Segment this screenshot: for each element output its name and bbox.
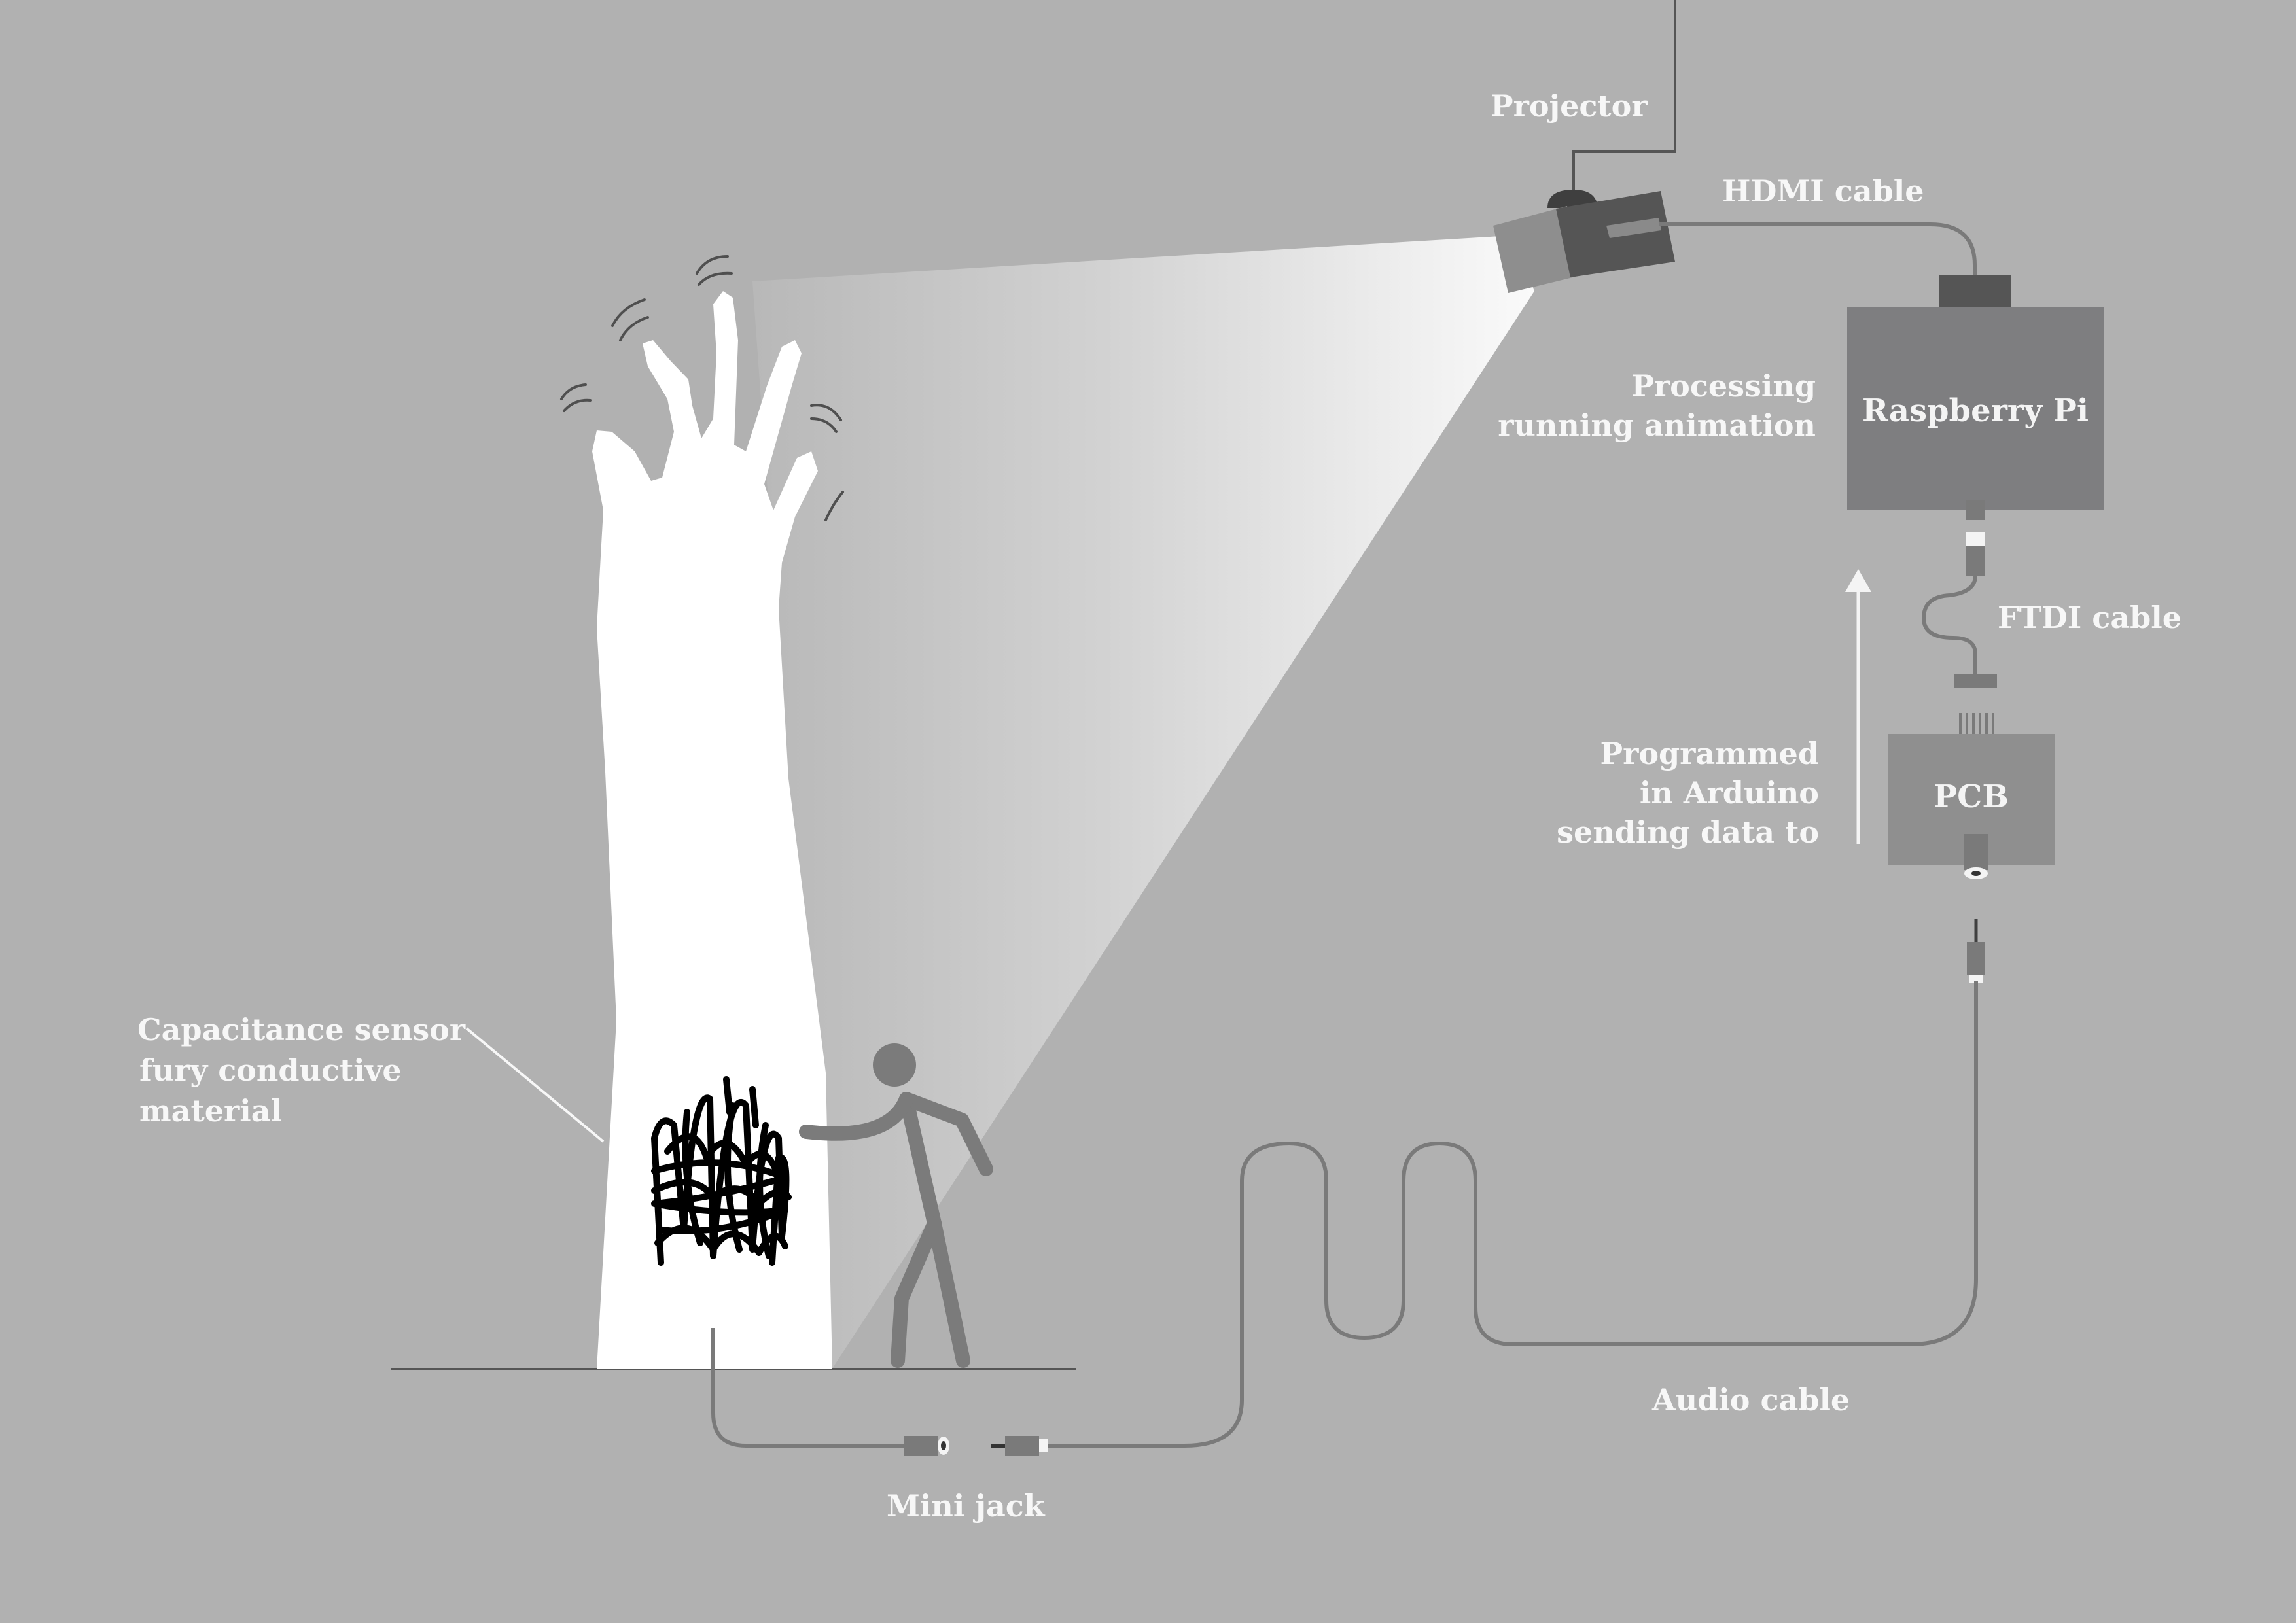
raspberry-pi-label: Raspberry Pi (1862, 393, 2089, 429)
programmed-line-1: Programmed (1600, 736, 1820, 771)
mini-jack-label: Mini jack (887, 1488, 1045, 1524)
hdmi-cable (1659, 222, 1977, 277)
ftdi-cable-label: FTDI cable (1998, 600, 2182, 635)
programmed-label: Programmed in Arduino sending data to (1439, 734, 1819, 852)
capacitance-line-1: Capacitance sensor (137, 1012, 466, 1047)
person-figure (799, 1043, 993, 1368)
projector-icon (1493, 190, 1675, 293)
processing-line-2: running animation (1498, 408, 1816, 443)
projector-label: Projector (1491, 88, 1648, 124)
capacitance-line-2: fury conductive (139, 1053, 402, 1088)
vibration-marks (560, 255, 844, 521)
audio-cable (1040, 981, 1978, 1448)
pcb-board (1888, 734, 2055, 879)
hdmi-cable-label: HDMI cable (1722, 173, 1924, 209)
audio-jack-icon (1967, 919, 1985, 983)
programmed-line-3: sending data to (1557, 814, 1819, 850)
pcb-header-connector (1954, 674, 1997, 734)
arm-sculpture (592, 291, 832, 1369)
capacitance-pointer-line (465, 1027, 605, 1143)
audio-cable-label: Audio cable (1652, 1382, 1850, 1418)
projector-light-beam (752, 236, 1534, 1370)
processing-line-1: Processing (1631, 368, 1816, 404)
projector-mount-wire (1572, 0, 1676, 196)
mini-jack-connector (904, 1436, 1048, 1456)
ftdi-connector-icon (1966, 500, 1985, 576)
processing-label: Processing running animation (1439, 366, 1816, 445)
raspberry-pi-board (1847, 275, 2104, 510)
sensor-cable (711, 1328, 906, 1448)
capacitance-line-3: material (139, 1093, 282, 1128)
conductive-material-scribble (651, 1076, 792, 1266)
programmed-line-2: in Arduino (1639, 775, 1819, 811)
pcb-label: PCB (1934, 778, 2009, 815)
ftdi-cable (1921, 575, 1977, 675)
capacitance-label: Capacitance sensor fury conductive mater… (137, 1009, 465, 1131)
up-arrow-icon (1845, 569, 1871, 844)
